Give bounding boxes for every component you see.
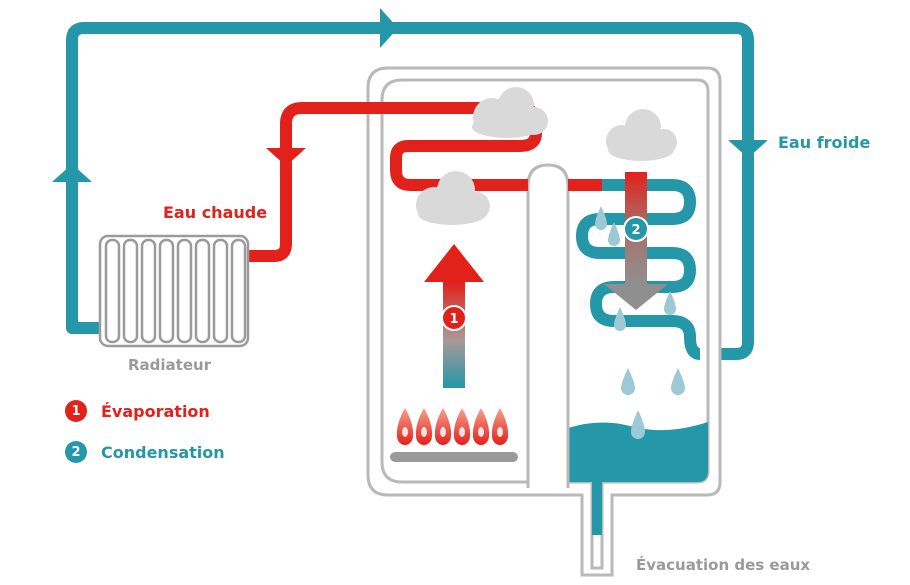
svg-text:1: 1 [449, 312, 458, 327]
combustion-divider [526, 163, 570, 488]
boiler-inner-wall [380, 78, 710, 570]
radiator-label: Radiateur [128, 356, 212, 374]
burner-flame-icons [396, 408, 509, 445]
legend-badge: 2 [65, 441, 87, 463]
cold-water-pipe [66, 22, 754, 360]
condensation-arrow-head [604, 284, 668, 310]
cold-water-label: Eau froide [778, 133, 871, 152]
drain-label: Évacuation des eaux [636, 556, 811, 574]
radiator-icon [98, 234, 250, 348]
cold-flow-arrow-top [380, 8, 398, 48]
svg-text:2: 2 [631, 223, 640, 238]
condensate-water [568, 422, 708, 535]
heat-exchanger-coil [576, 179, 701, 360]
evaporation-marker: 1 [441, 305, 467, 331]
legend-badge: 1 [65, 400, 87, 422]
evaporation-arrow-head [424, 244, 484, 282]
evaporation-arrow-shaft [443, 282, 465, 388]
water-drop-icons [595, 206, 685, 439]
vapor-cloud-icon [416, 171, 490, 225]
legend-label: Évaporation [101, 401, 210, 421]
hot-water-label: Eau chaude [163, 203, 268, 222]
hot-flow-arrow [266, 148, 306, 166]
legend-item-evaporation: 1 Évaporation [65, 400, 210, 422]
cold-flow-arrow-left [52, 164, 92, 182]
vapor-cloud-icon [606, 109, 677, 161]
burner-bar [390, 452, 518, 462]
condensation-marker: 2 [623, 216, 649, 242]
legend-label: Condensation [101, 442, 225, 462]
cold-flow-arrow-right [728, 140, 768, 158]
legend-item-condensation: 2 Condensation [65, 441, 225, 463]
vapor-cloud-icon [472, 87, 548, 138]
